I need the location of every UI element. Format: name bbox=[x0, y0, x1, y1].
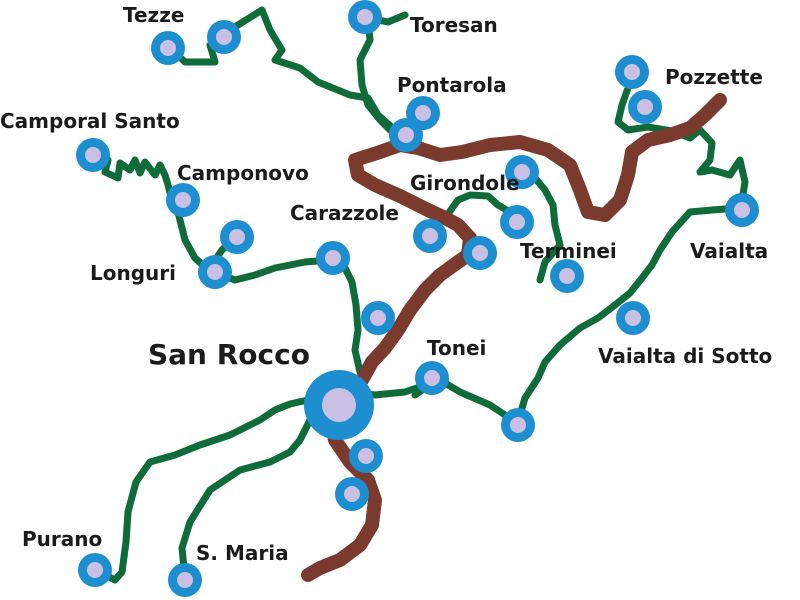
marker-tezze-a[interactable] bbox=[151, 31, 185, 65]
marker-pozzette-b[interactable] bbox=[628, 90, 662, 124]
road-toresan bbox=[356, 14, 394, 134]
label-purano: Purano bbox=[22, 527, 102, 551]
marker-girondole[interactable] bbox=[505, 155, 539, 189]
marker-purano[interactable] bbox=[78, 553, 112, 587]
marker-camporal-santo[interactable] bbox=[76, 138, 110, 172]
marker-vaialta-di-sotto[interactable] bbox=[616, 301, 650, 335]
marker-camponovo[interactable] bbox=[166, 183, 200, 217]
marker-south-a[interactable] bbox=[349, 439, 383, 473]
label-terminei: Terminei bbox=[520, 239, 617, 263]
road-purano bbox=[92, 396, 312, 584]
label-carazzole: Carazzole bbox=[290, 201, 399, 225]
marker-vaialta[interactable] bbox=[725, 193, 759, 227]
marker-tonei[interactable] bbox=[415, 361, 449, 395]
marker-longuri-a[interactable] bbox=[220, 220, 254, 254]
label-vaialta-di-sotto: Vaialta di Sotto bbox=[598, 344, 772, 368]
marker-south-b[interactable] bbox=[335, 477, 369, 511]
place-labels: Tezze Toresan Pontarola Pozzette Campora… bbox=[0, 3, 772, 565]
label-san-rocco: San Rocco bbox=[148, 338, 310, 371]
road-vaialta bbox=[346, 204, 742, 426]
label-vaialta: Vaialta bbox=[690, 239, 768, 263]
marker-girondole-b[interactable] bbox=[500, 205, 534, 239]
road-smaria bbox=[178, 406, 329, 582]
road-pozzette bbox=[614, 68, 749, 204]
marker-longuri-east[interactable] bbox=[316, 241, 350, 275]
marker-tonei-east[interactable] bbox=[501, 408, 535, 442]
marker-pontarola-b[interactable] bbox=[389, 118, 423, 152]
town-markers bbox=[76, 0, 759, 597]
marker-carazzole[interactable] bbox=[413, 219, 447, 253]
label-longuri: Longuri bbox=[90, 261, 176, 285]
marker-longuri-b[interactable] bbox=[198, 255, 232, 289]
marker-toresan[interactable] bbox=[348, 0, 382, 34]
marker-north-sanrocco[interactable] bbox=[361, 301, 395, 335]
marker-terminei[interactable] bbox=[550, 259, 584, 293]
marker-tezze-b[interactable] bbox=[207, 20, 241, 54]
label-tonei: Tonei bbox=[427, 336, 486, 360]
label-camponovo: Camponovo bbox=[177, 161, 309, 185]
label-pontarola: Pontarola bbox=[397, 73, 507, 97]
main-road-south bbox=[301, 408, 382, 582]
label-toresan: Toresan bbox=[410, 13, 498, 37]
marker-pozzette-a[interactable] bbox=[615, 55, 649, 89]
label-tezze: Tezze bbox=[123, 3, 184, 27]
marker-carazzole-b[interactable] bbox=[463, 236, 497, 270]
label-pozzette: Pozzette bbox=[665, 65, 763, 89]
label-camporal-santo: Camporal Santo bbox=[0, 109, 180, 133]
label-girondole: Girondole bbox=[410, 171, 520, 195]
marker-s-maria[interactable] bbox=[168, 563, 202, 597]
marker-san-rocco[interactable] bbox=[304, 370, 374, 440]
road-camporal bbox=[91, 151, 212, 274]
label-s-maria: S. Maria bbox=[196, 541, 289, 565]
